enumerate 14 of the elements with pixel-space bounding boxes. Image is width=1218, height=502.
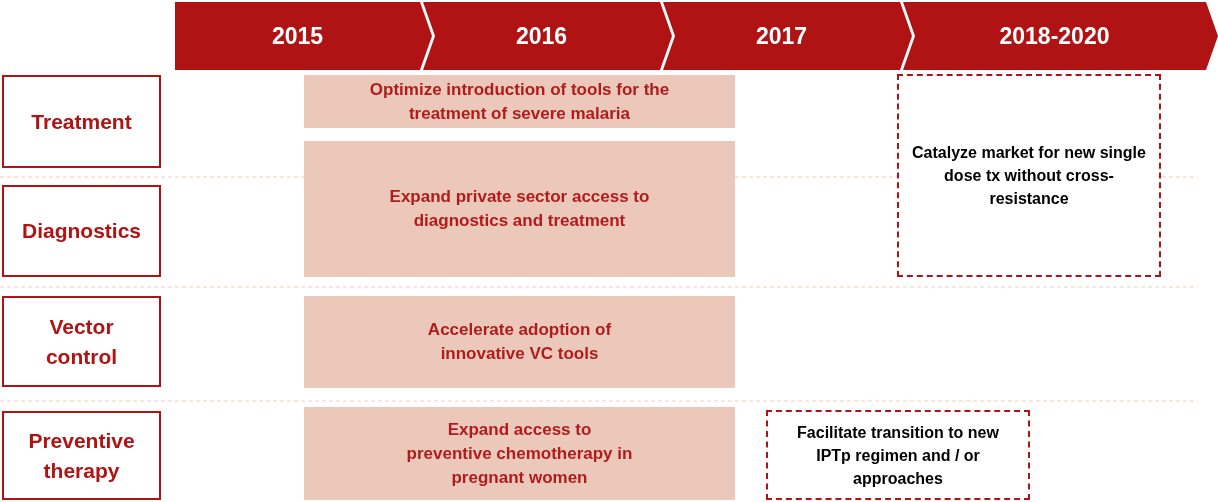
year-label: 2016 (515, 21, 569, 51)
year-label: 2017 (755, 21, 809, 51)
initiative-box: Expand access to preventive chemotherapy in pregnant women (304, 407, 735, 500)
future-initiative-box: Facilitate transition to new IPTp regimen and / or approaches (766, 410, 1030, 500)
future-initiative-box: Catalyze market for new single dose tx without cross-resistance (897, 74, 1161, 277)
row-label-box: Diagnostics (2, 185, 161, 277)
year-label: 2018-2020 (999, 21, 1111, 51)
row-label-box: Vector control (2, 296, 161, 387)
initiative-box: Expand private sector access to diagnostics and treatment (304, 141, 735, 277)
initiative-box: Optimize introduction of tools for the treatment of severe malaria (304, 75, 735, 128)
row-label-box: Preventive therapy (2, 411, 161, 500)
year-label: 2015 (271, 21, 325, 51)
row-label-box: Treatment (2, 75, 161, 168)
initiative-box: Accelerate adoption of innovative VC tools (304, 296, 735, 388)
